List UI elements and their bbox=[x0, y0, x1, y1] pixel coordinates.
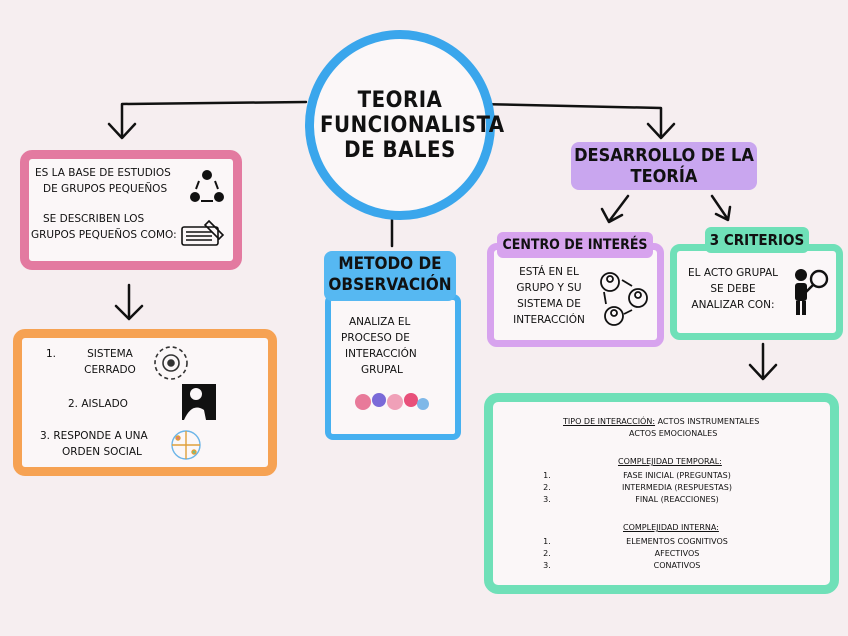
observation-line-3: INTERACCIÓN bbox=[345, 348, 417, 360]
observation-title-line-2: OBSERVACIÓN bbox=[328, 275, 452, 295]
temporal-item-1-text: FASE INICIAL (PREGUNTAS) bbox=[623, 471, 731, 480]
criteria-detail-box: TIPO DE INTERACCIÓN: ACTOS INSTRUMENTALE… bbox=[484, 393, 839, 594]
interaction-network-icon bbox=[600, 272, 648, 326]
internal-item-3-text: CONATIVOS bbox=[653, 561, 701, 570]
temporal-complexity-label: COMPLEJIDAD TEMPORAL: bbox=[618, 457, 722, 466]
temporal-item-2-num: 2. bbox=[543, 483, 551, 492]
criteria-line-1: EL ACTO GRUPAL bbox=[688, 267, 778, 279]
interaction-type-text: TIPO DE INTERACCIÓN: ACTOS INSTRUMENTALE… bbox=[563, 416, 763, 440]
observation-title-line-1: METODO DE bbox=[338, 254, 442, 274]
group-characteristics-box: 1. SISTEMA CERRADO 2. AISLADO 3. RESPOND… bbox=[13, 329, 277, 476]
small-groups-line-4: GRUPOS PEQUEÑOS COMO: bbox=[31, 229, 177, 241]
center-of-interest-line-4: INTERACCIÓN bbox=[513, 314, 585, 326]
criteria-title: 3 CRITERIOS bbox=[705, 227, 809, 253]
criteria-box: EL ACTO GRUPAL SE DEBE ANALIZAR CON: bbox=[670, 244, 843, 340]
group-people-icon bbox=[355, 393, 429, 410]
central-title-line-1: TEORIA bbox=[357, 87, 443, 113]
center-of-interest-line-2: GRUPO Y SU bbox=[516, 282, 582, 294]
writing-notes-icon bbox=[181, 219, 225, 246]
center-of-interest-line-1: ESTÁ EN EL bbox=[519, 266, 579, 278]
internal-item-1-text: ELEMENTOS COGNITIVOS bbox=[626, 537, 728, 546]
central-title-line-2: FUNCIONALISTA bbox=[320, 112, 505, 138]
center-of-interest-line-3: SISTEMA DE bbox=[517, 298, 581, 310]
small-groups-line-3: SE DESCRIBEN LOS bbox=[43, 213, 145, 225]
development-title-line-1: DESARROLLO DE LA bbox=[574, 145, 754, 166]
item-1-line-2: CERRADO bbox=[84, 364, 136, 376]
observation-line-4: GRUPAL bbox=[361, 364, 403, 376]
interaction-type-label: TIPO DE INTERACCIÓN: bbox=[563, 417, 656, 426]
criteria-text: EL ACTO GRUPAL SE DEBE ANALIZAR CON: bbox=[683, 265, 783, 313]
small-groups-line-1: ES LA BASE DE ESTUDIOS bbox=[35, 167, 171, 179]
item-3-line-1: 3. RESPONDE A UNA bbox=[40, 430, 148, 442]
center-of-interest-box: ESTÁ EN EL GRUPO Y SU SISTEMA DE INTERAC… bbox=[487, 243, 664, 347]
item-1-line-1: SISTEMA bbox=[87, 348, 133, 360]
small-groups-box: ES LA BASE DE ESTUDIOS DE GRUPOS PEQUEÑO… bbox=[20, 150, 242, 270]
item-2-text: 2. AISLADO bbox=[68, 398, 128, 410]
closed-cycle-icon bbox=[154, 346, 188, 380]
criteria-line-3: ANALIZAR CON: bbox=[691, 299, 775, 311]
magnifying-person-icon bbox=[795, 269, 829, 315]
temporal-complexity-list: 1. FASE INICIAL (PREGUNTAS) 2. INTERMEDIA … bbox=[527, 470, 787, 506]
internal-complexity-label: COMPLEJIDAD INTERNA: bbox=[623, 523, 719, 532]
central-topic-title: TEORIA FUNCIONALISTA DE BALES bbox=[320, 87, 505, 163]
internal-complexity-list: 1. ELEMENTOS COGNITIVOS 2. AFECTIVOS 3. CON… bbox=[527, 536, 787, 572]
interaction-type-value-2: ACTOS EMOCIONALES bbox=[629, 429, 718, 438]
item-1-number: 1. bbox=[46, 348, 57, 360]
observation-method-title: METODO DE OBSERVACIÓN bbox=[324, 251, 456, 301]
internal-item-2-text: AFECTIVOS bbox=[654, 549, 700, 558]
item-1-text: SISTEMA CERRADO bbox=[80, 346, 140, 378]
center-of-interest-text: ESTÁ EN EL GRUPO Y SU SISTEMA DE INTERAC… bbox=[504, 264, 594, 328]
small-groups-text-1: ES LA BASE DE ESTUDIOS DE GRUPOS PEQUEÑO… bbox=[35, 165, 185, 197]
social-order-icon bbox=[171, 430, 201, 460]
central-topic-circle: TEORIA FUNCIONALISTA DE BALES bbox=[305, 30, 505, 220]
group-cycle-icon bbox=[190, 170, 224, 202]
temporal-item-3-num: 3. bbox=[543, 495, 551, 504]
development-title-line-2: TEORÍA bbox=[630, 166, 698, 187]
internal-item-1-num: 1. bbox=[543, 537, 551, 546]
small-groups-line-2: DE GRUPOS PEQUEÑOS bbox=[43, 183, 168, 195]
observation-line-1: ANALIZA EL bbox=[349, 316, 411, 328]
central-title-line-3: DE BALES bbox=[344, 137, 456, 163]
observation-line-2: PROCESO DE bbox=[341, 332, 410, 344]
criteria-line-2: SE DEBE bbox=[710, 283, 756, 295]
development-title: DESARROLLO DE LA TEORÍA bbox=[571, 142, 757, 190]
temporal-item-3-text: FINAL (REACCIONES) bbox=[635, 495, 719, 504]
internal-item-2-num: 2. bbox=[543, 549, 551, 558]
temporal-item-2-text: INTERMEDIA (RESPUESTAS) bbox=[622, 483, 732, 492]
observation-method-box: ANALIZA EL PROCESO DE INTERACCIÓN GRUPAL bbox=[325, 294, 461, 440]
small-groups-text-2: SE DESCRIBEN LOS GRUPOS PEQUEÑOS COMO: bbox=[31, 211, 191, 243]
temporal-item-1-num: 1. bbox=[543, 471, 551, 480]
observation-text: ANALIZA EL PROCESO DE INTERACCIÓN GRUPAL bbox=[339, 314, 449, 378]
item-3-line-2: ORDEN SOCIAL bbox=[62, 446, 142, 458]
internal-item-3-num: 3. bbox=[543, 561, 551, 570]
center-of-interest-title: CENTRO DE INTERÉS bbox=[497, 232, 653, 258]
interaction-type-value-1: ACTOS INSTRUMENTALES bbox=[657, 417, 760, 426]
item-3-text: 3. RESPONDE A UNA ORDEN SOCIAL bbox=[40, 428, 170, 460]
isolated-person-icon bbox=[182, 384, 216, 420]
